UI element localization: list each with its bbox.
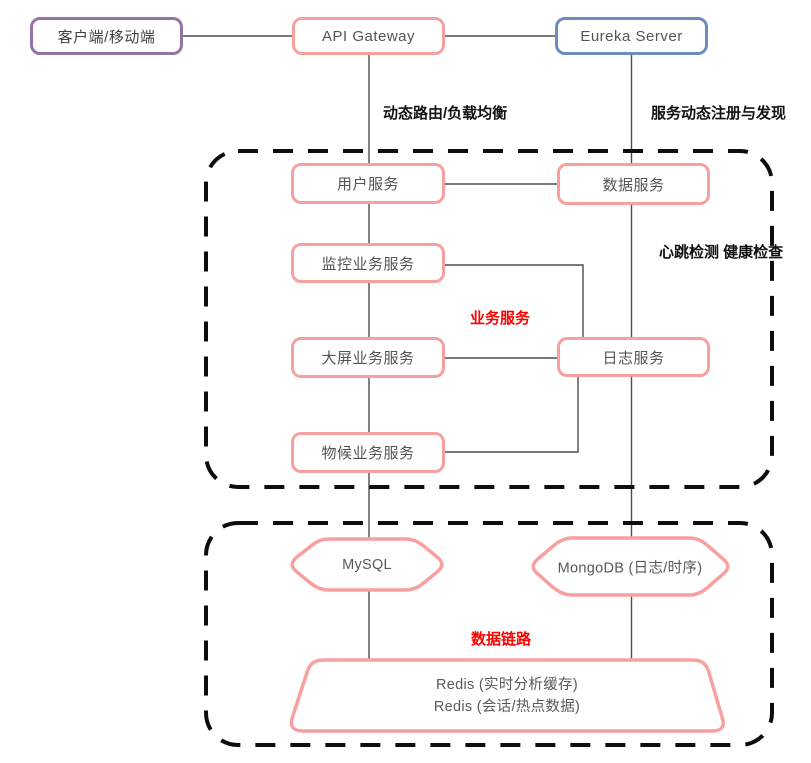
node-bigscreen-service-label: 大屏业务服务 bbox=[321, 350, 415, 367]
node-monitor-service: 监控业务服务 bbox=[291, 243, 445, 283]
redis-label-line2: Redis (会话/热点数据) bbox=[433, 699, 581, 715]
node-log-service: 日志服务 bbox=[557, 337, 710, 377]
node-api-gateway-label: API Gateway bbox=[321, 27, 416, 45]
node-eureka-server: Eureka Server bbox=[555, 17, 708, 55]
edge-monitor-to-log bbox=[443, 264, 584, 338]
routing-edge-label: 动态路由/负载均衡 bbox=[383, 105, 508, 122]
redis-label: Redis (实时分析缓存) Redis (会话/热点数据) bbox=[434, 674, 580, 718]
node-bigscreen-service: 大屏业务服务 bbox=[291, 337, 445, 378]
node-log-service-label: 日志服务 bbox=[602, 349, 665, 367]
redis-label-line1: Redis (实时分析缓存) bbox=[436, 677, 578, 693]
node-client-label: 客户端/移动端 bbox=[57, 28, 156, 46]
mysql-label: MySQL bbox=[342, 557, 392, 573]
node-phenology-service: 物候业务服务 bbox=[291, 432, 445, 473]
node-phenology-service-label: 物候业务服务 bbox=[321, 445, 415, 462]
node-monitor-service-label: 监控业务服务 bbox=[321, 255, 415, 273]
node-data-service: 数据服务 bbox=[557, 163, 710, 205]
redis-trapezoid-shape bbox=[289, 658, 725, 733]
node-user-service-label: 用户服务 bbox=[336, 176, 399, 193]
mysql-hexagon-shape bbox=[290, 537, 444, 592]
business-group-dashed-border bbox=[204, 149, 774, 489]
mongodb-label: MongoDB (日志/时序) bbox=[557, 560, 703, 577]
business-group-label: 业务服务 bbox=[469, 310, 531, 327]
data-link-group-label: 数据链路 bbox=[470, 631, 532, 648]
heartbeat-edge-label: 心跳检测 健康检查 bbox=[659, 244, 784, 261]
node-client: 客户端/移动端 bbox=[30, 17, 183, 55]
registry-edge-label: 服务动态注册与发现 bbox=[651, 105, 787, 122]
node-api-gateway: API Gateway bbox=[292, 17, 445, 55]
edge-phenology-to-log bbox=[445, 377, 579, 453]
node-data-service-label: 数据服务 bbox=[602, 176, 665, 194]
node-eureka-server-label: Eureka Server bbox=[580, 27, 683, 45]
data-group-dashed-border bbox=[204, 521, 774, 747]
node-user-service: 用户服务 bbox=[291, 163, 445, 204]
mongodb-hexagon-shape bbox=[531, 536, 730, 597]
